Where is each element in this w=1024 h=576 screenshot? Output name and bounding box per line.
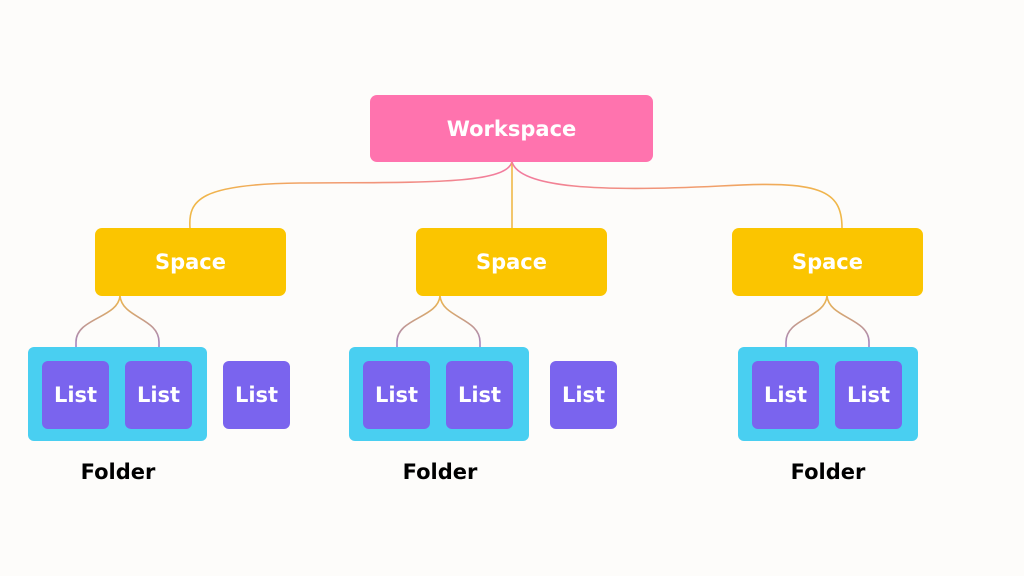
connector-workspace-space-1 — [189, 161, 513, 229]
folder-label-2: Folder — [402, 460, 478, 484]
standalone-list-1: List — [223, 361, 290, 429]
folder-2-list-1: List — [363, 361, 430, 429]
folder-3-list-2: List — [835, 361, 902, 429]
folder-2-list-2: List — [446, 361, 513, 429]
connector-space2-list-1 — [396, 295, 441, 361]
space-node-2: Space — [416, 228, 607, 296]
space-node-1: Space — [95, 228, 286, 296]
connector-space1-list-1 — [75, 295, 121, 361]
connector-space2-list-2 — [439, 295, 481, 361]
folder-3-list-1: List — [752, 361, 819, 429]
folder-1-list-2: List — [125, 361, 192, 429]
connector-space1-list-2 — [119, 295, 160, 361]
workspace-node: Workspace — [370, 95, 653, 162]
folder-label-1: Folder — [80, 460, 156, 484]
standalone-list-2: List — [550, 361, 617, 429]
connector-space3-list-2 — [826, 295, 870, 361]
space-node-3: Space — [732, 228, 923, 296]
folder-label-3: Folder — [790, 460, 866, 484]
folder-1-list-1: List — [42, 361, 109, 429]
connector-workspace-space-3 — [511, 161, 843, 229]
connector-space3-list-1 — [785, 295, 828, 361]
